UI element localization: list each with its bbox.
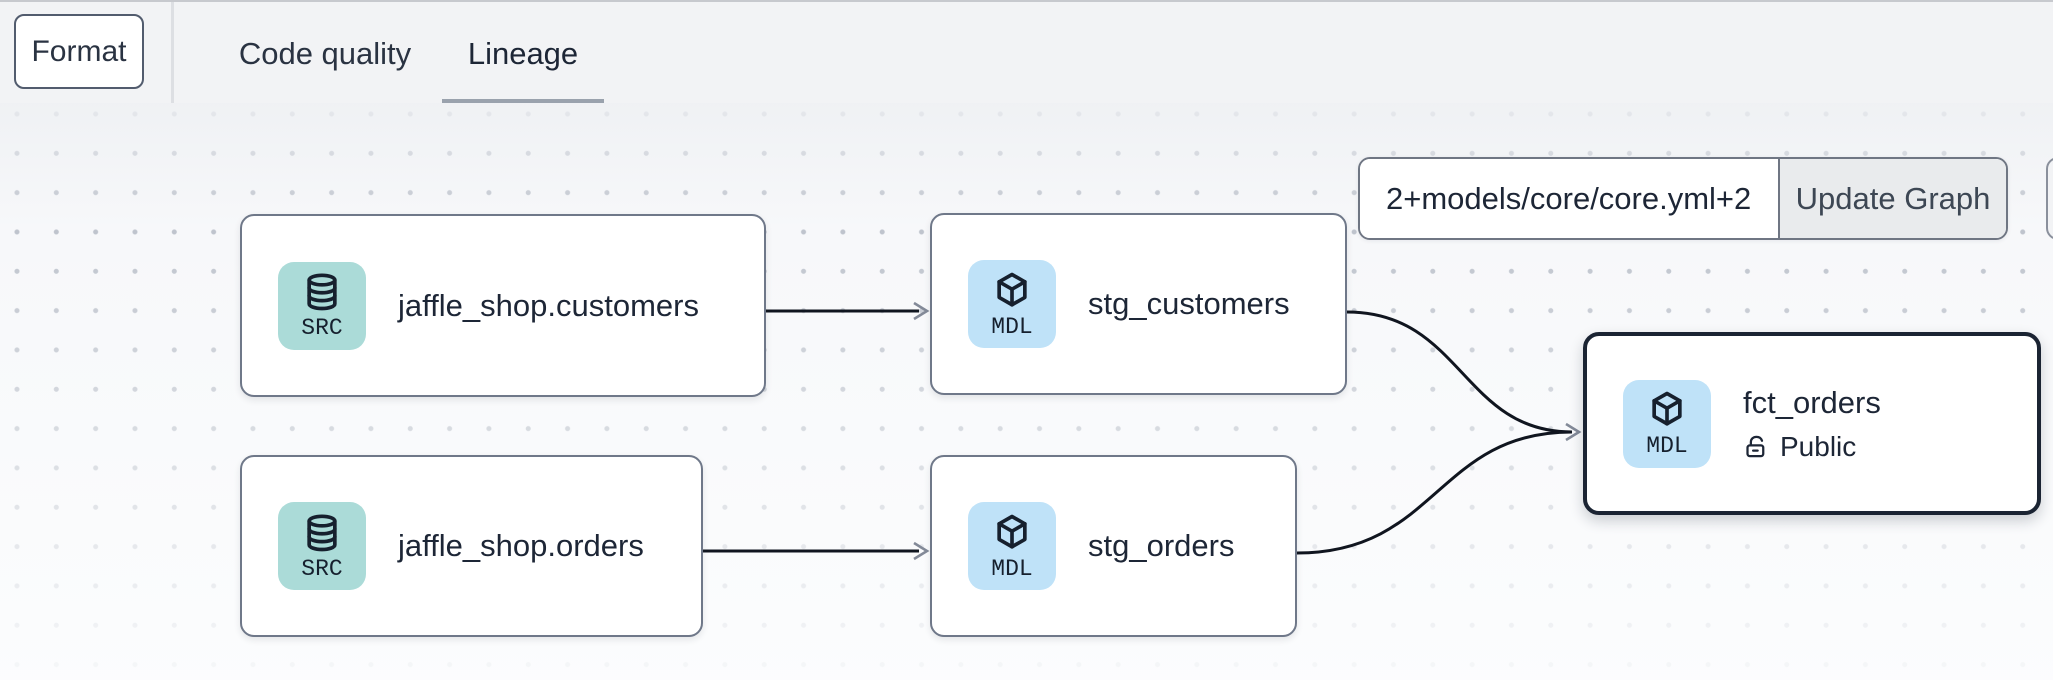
- access-label: Public: [1780, 430, 1857, 462]
- badge-label: MDL: [1646, 433, 1688, 459]
- badge-label: MDL: [991, 313, 1033, 340]
- tab-code-quality-label: Code quality: [238, 35, 412, 71]
- node-fct-orders-selected[interactable]: MDL fct_orders Public: [1583, 332, 2041, 515]
- active-tab-underline: [442, 99, 604, 105]
- database-icon: [300, 270, 344, 314]
- badge-label: SRC: [301, 555, 343, 582]
- cube-icon: [990, 511, 1034, 555]
- node-stg-orders[interactable]: MDL stg_orders: [930, 455, 1297, 637]
- node-title: jaffle_shop.orders: [398, 528, 644, 563]
- unlock-icon: [1743, 433, 1770, 460]
- partial-button-right-edge[interactable]: [2046, 157, 2053, 240]
- model-badge: MDL: [968, 260, 1056, 348]
- node-title: jaffle_shop.customers: [398, 287, 699, 323]
- tab-code-quality[interactable]: Code quality: [232, 2, 418, 105]
- node-text: fct_orders Public: [1743, 385, 1881, 463]
- topbar: Format Code quality Lineage: [0, 0, 2053, 105]
- cube-icon: [1645, 388, 1689, 432]
- source-badge: SRC: [278, 261, 366, 350]
- arrowhead-stg-orders: [913, 541, 930, 561]
- edge-stg-customers-to-fct-orders[interactable]: [1346, 310, 1573, 434]
- arrowhead-stg-customers: [913, 301, 930, 321]
- model-badge: MDL: [1623, 379, 1711, 468]
- node-title: stg_orders: [1088, 528, 1235, 563]
- source-badge: SRC: [278, 502, 366, 590]
- node-title: fct_orders: [1743, 384, 1881, 420]
- topbar-divider: [171, 2, 174, 105]
- node-jaffle-shop-orders[interactable]: SRC jaffle_shop.orders: [240, 455, 703, 637]
- update-graph-button[interactable]: Update Graph: [1778, 159, 2006, 238]
- access-row: Public: [1743, 431, 1881, 463]
- cube-icon: [990, 269, 1034, 313]
- badge-label: SRC: [301, 315, 343, 341]
- node-title: stg_customers: [1088, 286, 1290, 321]
- tab-lineage[interactable]: Lineage: [442, 2, 604, 105]
- node-stg-customers[interactable]: MDL stg_customers: [930, 213, 1347, 395]
- node-jaffle-shop-customers[interactable]: SRC jaffle_shop.customers: [240, 214, 766, 397]
- tab-lineage-label: Lineage: [467, 35, 579, 71]
- database-icon: [300, 511, 344, 555]
- lineage-selector-group: Update Graph: [1358, 157, 2008, 240]
- badge-label: MDL: [991, 555, 1033, 582]
- arrowhead-fct-orders: [1565, 422, 1582, 442]
- lineage-selector-input[interactable]: [1360, 159, 1778, 238]
- model-badge: MDL: [968, 502, 1056, 590]
- edge-stg-orders-to-fct-orders[interactable]: [1296, 430, 1573, 555]
- format-button[interactable]: Format: [14, 14, 144, 89]
